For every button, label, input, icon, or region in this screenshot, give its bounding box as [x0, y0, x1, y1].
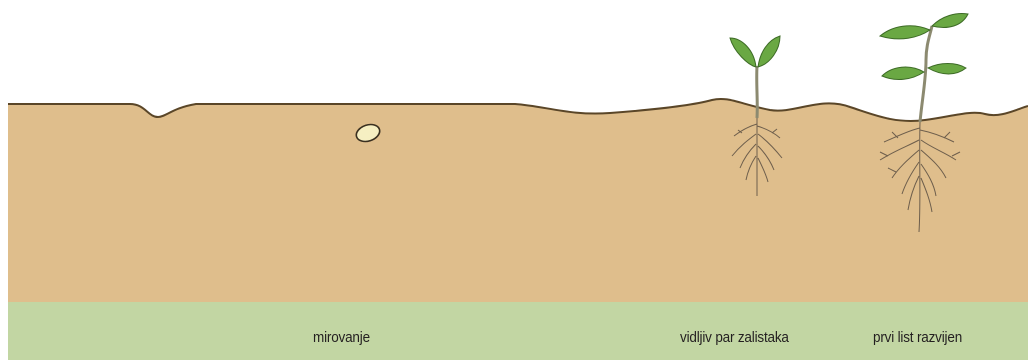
- soil: [8, 99, 1028, 302]
- stage-label-cotyledons-visible: vidljiv par zalistaka: [680, 329, 789, 346]
- stem: [757, 66, 758, 118]
- cotyledon-right: [758, 36, 780, 67]
- true-leaf-left: [880, 26, 930, 39]
- cotyledon-left: [730, 38, 756, 67]
- stage-label-dormancy: mirovanje: [313, 329, 370, 346]
- stage-label-first-leaf: prvi list razvijen: [873, 329, 962, 346]
- true-leaf-right: [932, 14, 968, 28]
- cotyledon-right: [928, 64, 966, 75]
- cotyledon-left: [882, 67, 924, 79]
- stem: [920, 26, 932, 122]
